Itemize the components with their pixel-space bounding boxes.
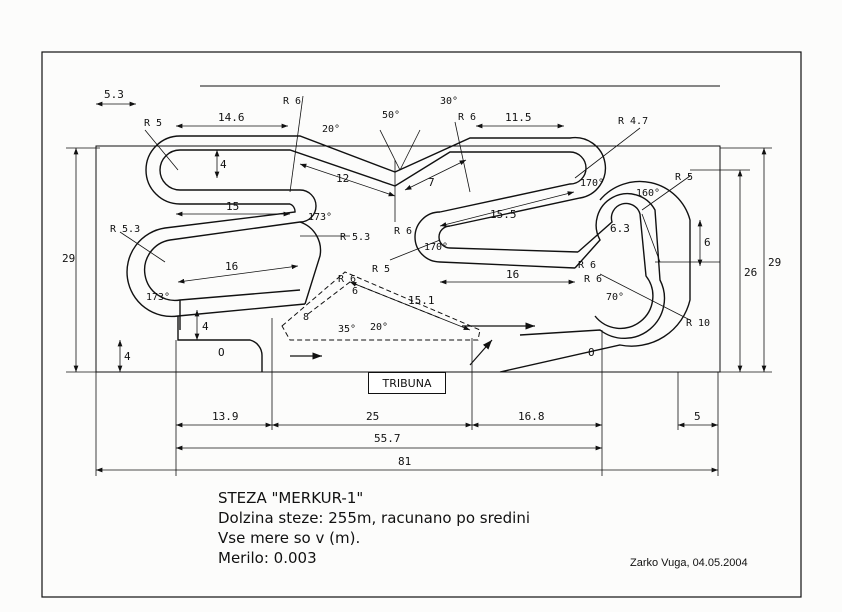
dim-55-7: 55.7 (374, 432, 401, 445)
dim-14-6: 14.6 (218, 111, 245, 124)
units-note: Vse mere so v (m). (218, 529, 361, 547)
radius-r5-top-left: R 5 (144, 118, 162, 129)
dim-11-5: 11.5 (505, 111, 532, 124)
radius-r6-hairpin: R 6 (584, 274, 602, 285)
radius-r5-center: R 5 (372, 264, 390, 275)
dim-5-bottom: 5 (694, 410, 701, 423)
dim-8-diag: 8 (303, 312, 309, 323)
dim-29-right: 29 (768, 256, 781, 269)
dim-13-9: 13.9 (212, 410, 239, 423)
direction-arrows (290, 322, 535, 366)
angle-160: 160° (636, 188, 660, 199)
dim-26-right: 26 (744, 266, 757, 279)
radius-r5-3-mid: R 5.3 (340, 232, 370, 243)
dim-6-inner: 6 (704, 236, 711, 249)
dim-15-5: 15.5 (490, 208, 517, 221)
angle-50: 50° (382, 110, 400, 121)
dim-12: 12 (336, 172, 349, 185)
radius-r6-top: R 6 (283, 96, 301, 107)
dim-4-top: 4 (220, 158, 227, 171)
angle-173-left: 173° (146, 292, 170, 303)
angle-20-top: 20° (322, 124, 340, 135)
author-date: Zarko Vuga, 04.05.2004 (630, 557, 748, 569)
dim-5-3: 5.3 (104, 88, 124, 101)
dim-15-1: 15.1 (408, 294, 435, 307)
angle-170-mid: 170° (424, 242, 448, 253)
dim-7: 7 (428, 176, 435, 189)
scale-note: Merilo: 0.003 (218, 549, 317, 567)
dim-29-left: 29 (62, 252, 75, 265)
track-length-note: Dolzina steze: 255m, racunano po sredini (218, 509, 531, 527)
dim-6-diag: 6 (352, 286, 358, 297)
angle-30: 30° (440, 96, 458, 107)
radius-r4-7: R 4.7 (618, 116, 648, 127)
title-block: STEZA "MERKUR-1" Dolzina steze: 255m, ra… (218, 488, 530, 568)
radius-r6-mid: R 6 (394, 226, 412, 237)
radius-r6-small: R 6 (338, 274, 356, 285)
angle-173-mid: 173° (308, 212, 332, 223)
radius-r10: R 10 (686, 318, 710, 329)
radius-r5-right: R 5 (675, 172, 693, 183)
marker-o-left: O (218, 346, 225, 359)
outer-frame (41, 51, 802, 598)
dim-6-3: 6.3 (610, 222, 630, 235)
radius-r6-chicane: R 6 (458, 112, 476, 123)
angle-70: 70° (606, 292, 624, 303)
dim-15: 15 (226, 200, 239, 213)
track-outline (126, 135, 691, 373)
track-title: STEZA "MERKUR-1" (218, 489, 364, 507)
grandstand-label: TRIBUNA (382, 376, 432, 390)
dim-4-edge: 4 (124, 350, 131, 363)
dim-16-8: 16.8 (518, 410, 545, 423)
grandstand-box: TRIBUNA (368, 372, 446, 394)
marker-o-right: O (588, 346, 595, 359)
dimension-lines (66, 95, 772, 476)
dim-16-right: 16 (506, 268, 519, 281)
angle-35: 35° (338, 324, 356, 335)
angle-170-top: 170° (580, 178, 604, 189)
dim-25: 25 (366, 410, 379, 423)
dim-81: 81 (398, 455, 411, 468)
radius-r5-3-left: R 5.3 (110, 224, 140, 235)
angle-20-bottom: 20° (370, 322, 388, 333)
dim-4-bottom: 4 (202, 320, 209, 333)
dim-16-left: 16 (225, 260, 238, 273)
radius-r6-lower: R 6 (578, 260, 596, 271)
